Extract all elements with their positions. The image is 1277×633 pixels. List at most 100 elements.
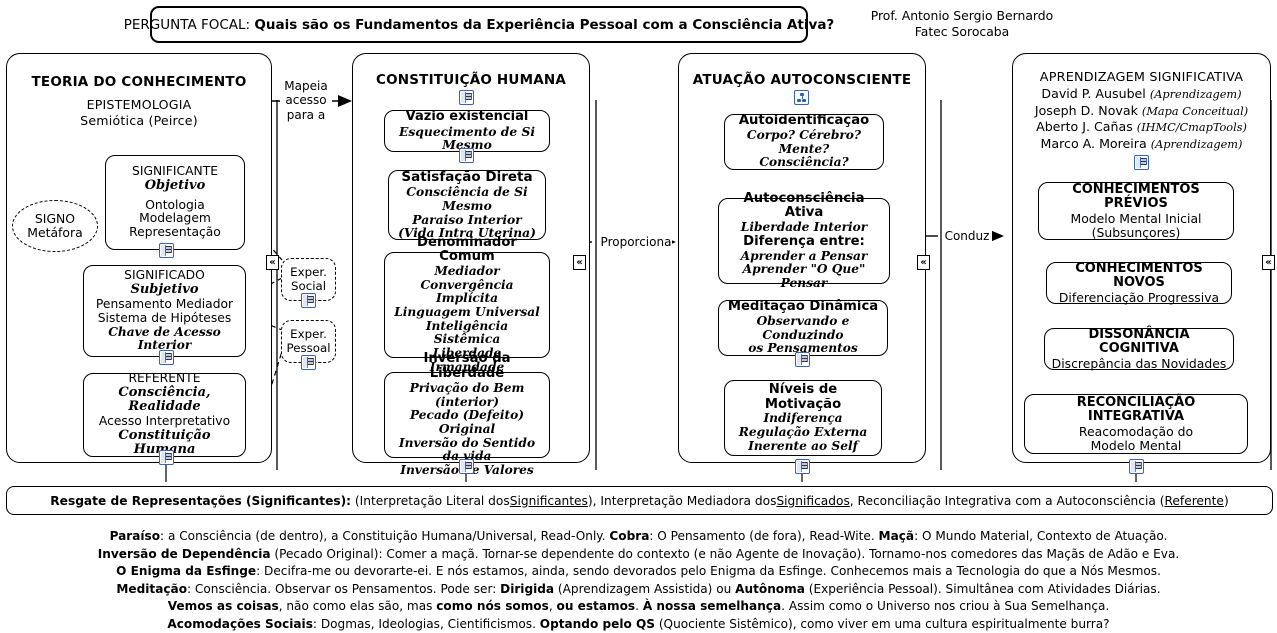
collapse-icon-col2[interactable]: « (573, 255, 586, 270)
summary-p1: (Interpretação Literal dos (354, 493, 510, 508)
node-denominador-line2: Mediador (434, 264, 500, 279)
node-satisfacao-line1: Satisfação Direta (401, 168, 533, 185)
node-significado-line3: Pensamento Mediador (95, 297, 234, 312)
node-conhecimentos-previos[interactable]: CONHECIMENTOS PRÉVIOS Modelo Mental Inic… (1038, 182, 1234, 240)
resource-icon-meditacao[interactable] (795, 352, 810, 367)
footnote-line-3: O Enigma da Esfinge: Decifra-me ou devor… (0, 563, 1277, 581)
fn3-t1: : Decifra-me ou devorarte-ei. E nós esta… (256, 564, 1161, 579)
footnotes-block: Paraíso: a Consciência (de dentro), a Co… (0, 528, 1277, 633)
node-significante-line5: Representação (129, 225, 221, 240)
fn4-b2: Dirigida (500, 581, 555, 596)
author-0-name: David P. Ausubel (1041, 86, 1146, 101)
resource-icon-inversao[interactable] (459, 459, 474, 474)
fn4-t1: : Consciência. Observar os Pensamentos. … (187, 581, 501, 596)
node-vazio-existencial[interactable]: Vazio existencial Esquecimento de Si Mes… (384, 109, 550, 153)
node-meditacao-line3: os Pensamentos (748, 341, 858, 356)
node-signo[interactable]: SIGNO Metáfora (12, 200, 98, 252)
resource-icon-exper-pessoal[interactable] (301, 355, 316, 370)
node-referente-line2: Consciência, Realidade (118, 384, 211, 415)
author-1-name: Joseph D. Novak (1034, 102, 1138, 118)
node-niveis-line1: Níveis de Motivação (764, 381, 842, 412)
edge-proporciona-text: Proporciona (600, 235, 672, 249)
node-niveis-line2: Indiferença (763, 411, 843, 426)
node-significante[interactable]: SIGNIFICANTE Objetivo Ontologia Modelage… (105, 155, 245, 250)
fn1-t3: : O Mundo Material, Contexto de Atuação. (914, 529, 1168, 543)
fn1-t2: : O Pensamento (de fora), Read-Wite. (649, 529, 879, 543)
node-autoconsc-line5: Aprender "O Que" Pensar (742, 262, 866, 290)
summary-bar[interactable]: Resgate de Representações (Significantes… (6, 486, 1273, 515)
edge-label-mapeia: Mapeia acesso para a (280, 79, 332, 123)
node-autoconsc-line2: Liberdade Interior (740, 220, 868, 235)
node-denominador-line5: Inteligência Sistêmica (425, 318, 509, 347)
resource-icon-aprendizagem[interactable] (1134, 155, 1149, 170)
node-conhecimentos-novos[interactable]: CONHECIMENTOS NOVOS Diferenciação Progre… (1046, 260, 1232, 304)
node-reconciliacao-line2: Reacomodação do (1078, 423, 1194, 439)
collapse-icon-col3[interactable]: « (917, 255, 930, 270)
node-dissonancia-cognitiva[interactable]: DISSONÂNCIA COGNITIVA Discrepância das N… (1044, 327, 1234, 370)
focus-question-box[interactable]: PERGUNTA FOCAL: Quais são os Fundamentos… (124, 6, 834, 43)
node-meditacao-line1: Meditação Dinâmica (727, 299, 879, 315)
concept-map-icon-atuacao[interactable] (794, 90, 809, 105)
node-denominador-line3: Convergência Implícita (420, 277, 514, 306)
summary-p3: , Reconciliação Integrativa com a Autoco… (849, 493, 1165, 508)
node-significado[interactable]: SIGNIFICADO Subjetivo Pensamento Mediado… (83, 265, 246, 357)
fn6-t1: : Dogmas, Ideologias, Cientificismos. (312, 616, 540, 631)
collapse-icon-col1[interactable]: « (266, 255, 279, 270)
resource-icon-vazio[interactable] (459, 148, 474, 163)
footnote-line-4: Meditação: Consciência. Observar os Pens… (0, 581, 1277, 599)
node-exper-pessoal-line1: Exper. (290, 327, 327, 342)
fn5-t2: , (548, 599, 557, 614)
resource-icon-significado[interactable] (159, 350, 174, 365)
fn5-b4: À nossa semelhança (642, 599, 782, 614)
collapse-icon-col4[interactable]: « (1262, 255, 1275, 270)
author-2-note: (IHMC/CmapTools) (1136, 121, 1247, 135)
summary-u1: Significantes (509, 493, 588, 508)
summary-u3: Referente (1164, 493, 1224, 508)
node-autoconsciencia-ativa[interactable]: Autoconsciência Ativa Liberdade Interior… (718, 191, 890, 290)
resource-icon-constituicao[interactable] (459, 90, 474, 105)
node-significado-line1: SIGNIFICADO (124, 268, 205, 282)
fn5-b3: ou estamos (556, 599, 636, 614)
node-novos-line1: CONHECIMENTOS NOVOS (1075, 260, 1203, 291)
fn4-b1: Meditação (116, 581, 188, 596)
node-inversao-line4: Inversão do Sentido da vida (398, 435, 536, 464)
footnote-line-1: Paraíso: a Consciência (de dentro), a Co… (0, 528, 1277, 546)
node-previos-line3: (Subsunçores) (1091, 224, 1181, 240)
node-exper-social-line1: Exper. (290, 265, 327, 280)
author-affiliation: Fatec Sorocaba (914, 23, 1010, 39)
column-title-teoria: TEORIA DO CONHECIMENTO (31, 74, 247, 90)
node-denominador-comum[interactable]: Denominador Comum Mediador Convergência … (384, 235, 550, 373)
node-referente[interactable]: REFERENTE Consciência, Realidade Acesso … (83, 371, 246, 457)
node-inversao-da-liberdade[interactable]: Inversão da Liberdade Privação do Bem (i… (384, 352, 550, 477)
fn1-b2: Cobra (609, 529, 650, 543)
resource-icon-significante[interactable] (159, 243, 174, 258)
node-significado-line4: Sistema de Hipóteses (97, 310, 232, 325)
column-title-aprendizagem: APRENDIZAGEM SIGNIFICATIVA (1039, 70, 1244, 85)
fn5-t4: . Assim como o Universo nos criou à Sua … (781, 599, 1110, 614)
fn6-t2: (Quociente Sistêmico), como viver em uma… (654, 616, 1110, 631)
fn4-b3: Autônoma (735, 581, 805, 596)
node-satisfacao-line2: Consciência de Si Mesmo (406, 184, 528, 213)
node-meditacao-dinamica[interactable]: Meditação Dinâmica Observando e Conduzin… (718, 299, 888, 356)
node-niveis-line3: Regulação Externa (738, 424, 868, 439)
summary-u2: Significados (776, 493, 850, 508)
resource-icon-reconciliacao[interactable] (1129, 459, 1144, 474)
footnote-line-6: Acomodações Sociais: Dogmas, Ideologias,… (0, 616, 1277, 633)
node-autoidentificacao[interactable]: Autoidentificação Corpo? Cérebro? Mente?… (724, 113, 884, 170)
fn2-b1: Inversão de Dependência (97, 546, 271, 561)
node-satisfacao-direta[interactable]: Satisfação Direta Consciência de Si Mesm… (388, 168, 546, 240)
resource-icon-niveis[interactable] (795, 459, 810, 474)
fn4-t2: (Aprendizagem Assistida) ou (554, 581, 736, 596)
author-row-3: Marco A. Moreira (Aprendizagem) (1012, 136, 1271, 153)
node-niveis-de-motivacao[interactable]: Níveis de Motivação Indiferença Regulaçã… (724, 380, 882, 456)
author-row-1: Joseph D. Novak (Mapa Conceitual) (1012, 103, 1271, 120)
node-vazio-line2: Esquecimento de Si Mesmo (398, 123, 535, 153)
node-reconciliacao-integrativa[interactable]: RECONCILIAÇÃO INTEGRATIVA Reacomodação d… (1024, 394, 1248, 454)
resource-icon-referente[interactable] (159, 450, 174, 465)
summary-p2: ), Interpretação Mediadora dos (587, 493, 777, 508)
resource-icon-exper-social[interactable] (301, 293, 316, 308)
node-signo-line2: Metáfora (27, 225, 83, 240)
node-denominador-line6: Liberdade (432, 346, 502, 361)
fn6-b1: Acomodações Sociais (167, 616, 313, 631)
